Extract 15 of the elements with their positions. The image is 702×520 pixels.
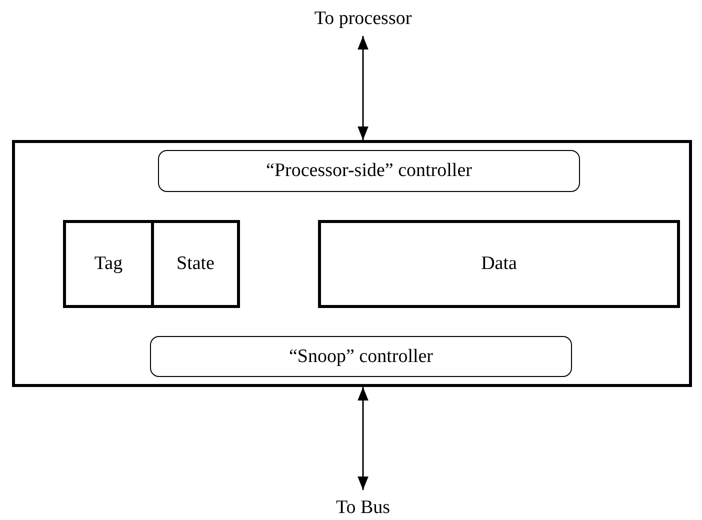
box-label: State	[176, 253, 214, 275]
box-label: Data	[481, 253, 517, 275]
cache-box	[12, 140, 692, 387]
double-arrow	[358, 36, 368, 140]
box-label: Tag	[94, 253, 123, 275]
double-arrow	[358, 387, 368, 490]
box-label: “Processor-side” controller	[266, 160, 472, 182]
controller-box	[158, 150, 580, 192]
tag-box	[63, 220, 154, 308]
state-box	[151, 220, 240, 308]
box-label: “Snoop” controller	[288, 346, 434, 368]
controller-box	[150, 336, 572, 377]
terminal-label: To processor	[283, 6, 443, 32]
terminal-label: To Bus	[303, 496, 423, 520]
data-box	[318, 220, 680, 308]
